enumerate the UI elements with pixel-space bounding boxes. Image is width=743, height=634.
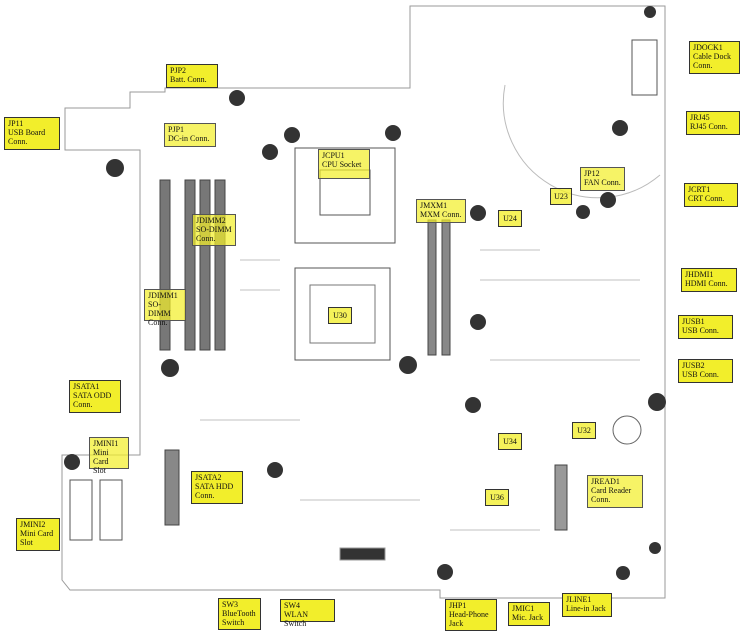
- label-jsata1: JSATA1 SATA ODD Conn.: [69, 380, 121, 413]
- label-jmxm1: JMXM1 MXM Conn.: [416, 199, 466, 223]
- chip-u24: U24: [498, 210, 522, 227]
- board-outline: [61, 5, 666, 599]
- label-jline1: JLINE1 Line-in Jack: [562, 593, 612, 617]
- chip-u30: U30: [328, 307, 352, 324]
- chip-u32: U32: [572, 422, 596, 439]
- label-jusb1: JUSB1 USB Conn.: [678, 315, 733, 339]
- label-pjp2: PJP2 Batt. Conn.: [166, 64, 218, 88]
- label-jcrt1: JCRT1 CRT Conn.: [684, 183, 738, 207]
- label-jdimm1: JDIMM1 SO-DIMM Conn.: [144, 289, 186, 327]
- label-jhdmi1: JHDMI1 HDMI Conn.: [681, 268, 737, 292]
- chip-u36: U36: [485, 489, 509, 506]
- label-jp12: JP12 FAN Conn.: [580, 167, 625, 191]
- label-sw3: SW3 BlueTooth Switch: [218, 598, 261, 630]
- label-jsata2: JSATA2 SATA HDD Conn.: [191, 471, 243, 504]
- label-jcpu1: JCPU1 CPU Socket: [318, 149, 370, 179]
- label-jdimm2: JDIMM2 SO-DIMM Conn.: [192, 214, 236, 246]
- label-jmic1: JMIC1 Mic. Jack: [508, 602, 550, 626]
- chip-u34: U34: [498, 433, 522, 450]
- label-jmini2: JMINI2 Mini Card Slot: [16, 518, 60, 551]
- label-jmini1: JMINI1 Mini Card Slot: [89, 437, 129, 475]
- label-jhp1: JHP1 Head-Phone Jack: [445, 599, 497, 631]
- label-jdock1: JDOCK1 Cable Dock Conn.: [689, 41, 740, 74]
- chip-u23: U23: [550, 188, 572, 205]
- label-jusb2: JUSB2 USB Conn.: [678, 359, 733, 383]
- label-jp11: JP11 USB Board Conn.: [4, 117, 60, 150]
- label-sw4: SW4 WLAN Switch: [280, 599, 335, 628]
- label-jread1: JREAD1 Card Reader Conn.: [587, 475, 643, 508]
- label-pjp1: PJP1 DC-in Conn.: [164, 123, 216, 147]
- label-jrj45: JRJ45 RJ45 Conn.: [686, 111, 740, 135]
